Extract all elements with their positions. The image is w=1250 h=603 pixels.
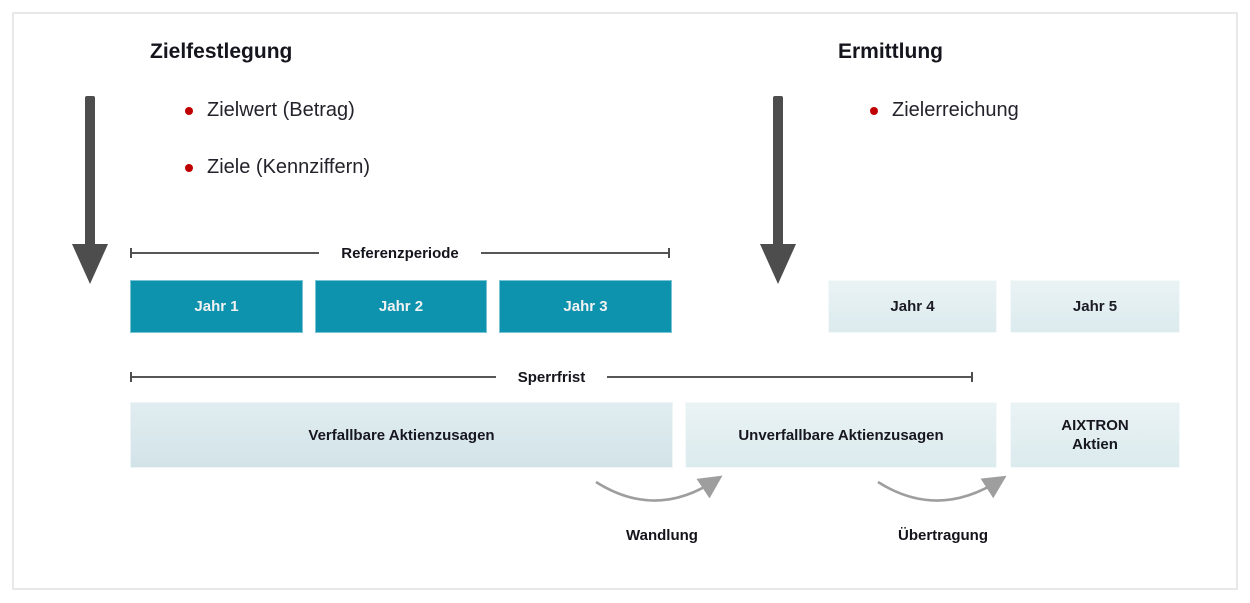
bullet-item: Ziele (Kennziffern) <box>185 156 370 179</box>
transition-label-wandlung: Wandlung <box>626 527 698 544</box>
bullet-label: Zielwert (Betrag) <box>207 99 355 121</box>
down-arrow-head <box>72 244 108 284</box>
stage-box-unverfallbare: Unverfallbare Aktienzusagen <box>685 402 997 468</box>
reference-period-label: Referenzperiode <box>341 244 459 262</box>
year-box-3: Jahr 3 <box>499 280 672 333</box>
bracket-tick <box>130 372 132 382</box>
transition-label-uebertragung: Übertragung <box>898 527 988 544</box>
year-box-1: Jahr 1 <box>130 280 303 333</box>
bullet-dot-icon <box>185 106 193 115</box>
bracket-tick <box>668 248 671 258</box>
curved-arrow-uebertragung-icon <box>877 475 1007 502</box>
down-arrow-shaft <box>85 96 95 244</box>
bullet-item: Zielwert (Betrag) <box>185 99 355 122</box>
bracket-line <box>132 252 320 254</box>
bullet-dot-icon <box>185 163 193 172</box>
down-arrow-right-icon <box>760 96 796 284</box>
bullet-dot-icon <box>870 106 878 115</box>
bracket-tick <box>971 372 973 382</box>
bullet-label: Zielerreichung <box>892 99 1019 121</box>
bracket-tick <box>130 248 132 258</box>
bracket-line <box>607 376 971 378</box>
lockup-period-label: Sperrfrist <box>517 368 586 386</box>
bullet-label: Ziele (Kennziffern) <box>207 156 371 178</box>
bracket-line <box>132 376 496 378</box>
diagram-frame <box>12 12 1238 590</box>
year-box-5: Jahr 5 <box>1010 280 1180 333</box>
bullet-item: Zielerreichung <box>870 99 1019 122</box>
year-box-2: Jahr 2 <box>315 280 487 333</box>
down-arrow-left-icon <box>72 96 108 284</box>
lockup-period-bracket: Sperrfrist <box>130 368 973 386</box>
reference-period-bracket: Referenzperiode <box>130 244 671 262</box>
down-arrow-shaft <box>773 96 783 244</box>
phase-heading-ermittlung: Ermittlung <box>838 40 943 63</box>
stage-box-aixtron-aktien: AIXTRON Aktien <box>1010 402 1180 468</box>
down-arrow-head <box>760 244 796 284</box>
phase-heading-zielfestlegung: Zielfestlegung <box>150 40 293 63</box>
bracket-line <box>480 252 669 254</box>
curved-arrow-wandlung-icon <box>595 475 723 502</box>
stage-box-verfallbare: Verfallbare Aktienzusagen <box>130 402 673 468</box>
year-box-4: Jahr 4 <box>828 280 997 333</box>
